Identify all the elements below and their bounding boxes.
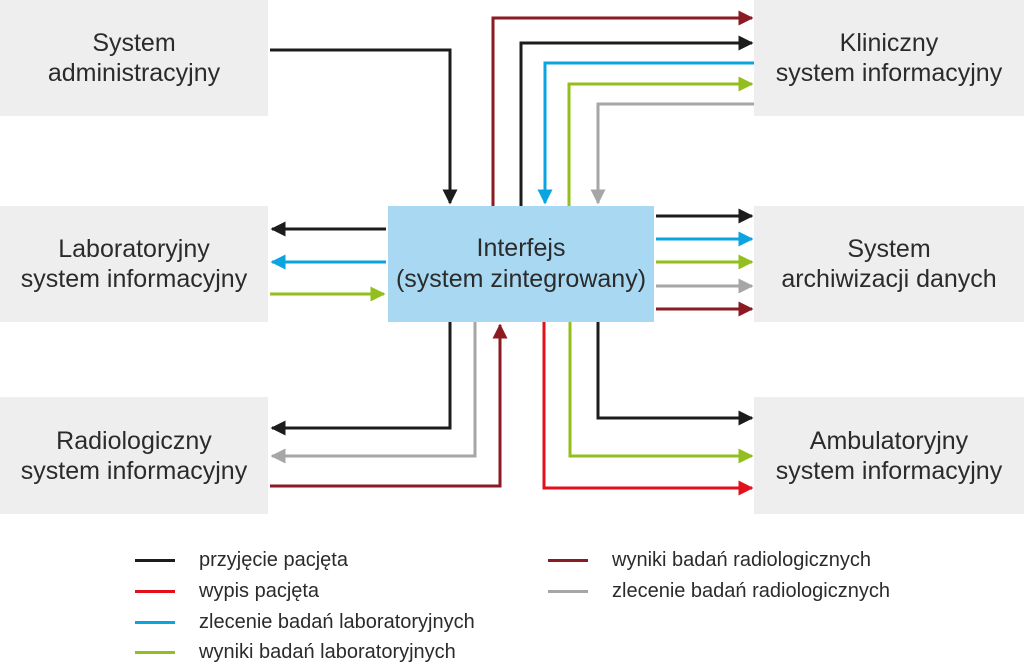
node-kliniczny-system: Kliniczny system informacyjny <box>754 0 1024 116</box>
legend-swatch-green <box>135 650 175 654</box>
legend-item: wypis pacjęta <box>135 578 319 604</box>
node-laboratoryjny-system: Laboratoryjny system informacyjny <box>0 206 268 322</box>
node-label: Laboratoryjny system informacyjny <box>20 235 248 293</box>
arrow-interface-to-amb-red <box>542 322 754 496</box>
legend-item: wyniki badań laboratoryjnych <box>135 639 456 665</box>
arrow-radio-to-interface-darkred <box>270 323 508 488</box>
node-label: Kliniczny system informacyjny <box>775 29 1003 87</box>
legend-item: zlecenie badań laboratoryjnych <box>135 609 475 635</box>
node-interfejs-center: Interfejs (system zintegrowany) <box>388 206 654 322</box>
arrow-interface-to-amb-black <box>596 322 754 426</box>
node-label: Radiologiczny system informacyjny <box>20 426 248 485</box>
node-label: System administracyjny <box>47 29 221 87</box>
arrow-interface-to-radio-gray <box>270 322 477 464</box>
legend-swatch-darkred <box>548 558 588 562</box>
legend-item: przyjęcie pacjęta <box>135 547 348 573</box>
legend-label: wyniki badań laboratoryjnych <box>199 640 456 663</box>
arrow-interface-to-clinical-black <box>519 35 754 206</box>
legend-item: zlecenie badań radiologicznych <box>548 578 890 604</box>
legend-swatch-gray <box>548 589 588 593</box>
arrow-interface-to-clinical-red <box>491 10 754 206</box>
legend-label: zlecenie badań radiologicznych <box>612 579 890 602</box>
legend-swatch-red <box>135 589 175 593</box>
arrow-interface-to-clinical-green <box>567 76 754 206</box>
node-system-administracyjny: System administracyjny <box>0 0 268 116</box>
arrow-interface-to-amb-green <box>568 322 754 464</box>
node-label: System archiwizacji danych <box>781 235 997 293</box>
node-radiologiczny-system: Radiologiczny system informacyjny <box>0 397 268 514</box>
legend-label: wyniki badań radiologicznych <box>612 548 872 571</box>
node-ambulatoryjny-system: Ambulatoryjny system informacyjny <box>754 397 1024 514</box>
legend-item: wyniki badań radiologicznych <box>548 547 871 573</box>
arrow-clinical-to-interface-gray <box>590 102 754 205</box>
legend-label: zlecenie badań laboratoryjnych <box>199 610 475 633</box>
arrow-admin-to-interface <box>270 48 458 205</box>
legend-swatch-blue <box>135 620 175 624</box>
node-label: Ambulatoryjny system informacyjny <box>775 426 1003 485</box>
legend-swatch-black <box>135 558 175 562</box>
node-system-archiwizacji: System archiwizacji danych <box>754 206 1024 322</box>
legend-label: przyjęcie pacjęta <box>199 548 348 571</box>
legend-label: wypis pacjęta <box>199 579 320 602</box>
arrow-interface-to-radio-black <box>270 322 452 436</box>
node-label: Interfejs (system zintegrowany) <box>395 234 647 293</box>
arrow-clinical-to-interface-blue <box>537 61 754 205</box>
